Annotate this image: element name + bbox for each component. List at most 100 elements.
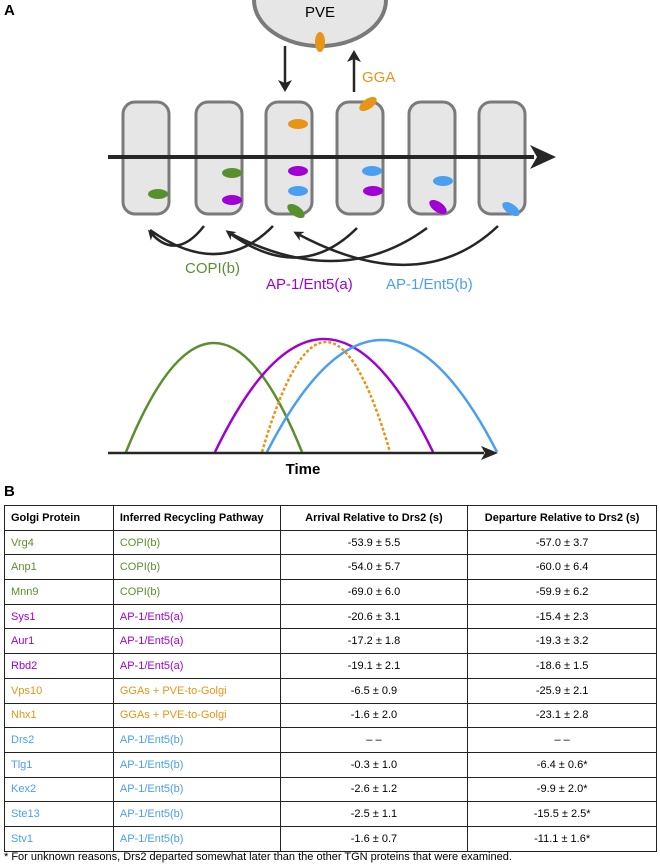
ap1-ent5-b-cargo-marker xyxy=(433,176,453,186)
cell-recycling-pathway: COPI(b) xyxy=(112,529,281,556)
maturation-diagram: PVE GGA COPI(b) AP-1/Ent5(a) AP-1/Ent5(b… xyxy=(108,0,556,478)
ap1-ent5-b-cargo-marker xyxy=(362,166,382,176)
pve-cargo-marker xyxy=(315,32,325,52)
cell-golgi-protein: Stv1 xyxy=(4,825,114,852)
gga-cargo-marker xyxy=(288,119,308,129)
panel-b-letter: B xyxy=(4,483,15,500)
header-golgi-protein: Golgi Protein xyxy=(4,505,114,531)
cell-recycling-pathway: AP-1/Ent5(a) xyxy=(112,603,281,630)
copi-b-recycling-arrow xyxy=(149,225,274,256)
cell-departure: -59.9 ± 6.2 xyxy=(467,579,657,605)
cell-departure: -18.6 ± 1.5 xyxy=(467,653,657,679)
gga-arrowhead xyxy=(347,50,361,62)
header-departure: Departure Relative to Drs2 (s) xyxy=(467,505,657,531)
ap1-ent5-b-cargo-marker xyxy=(288,186,308,196)
cell-recycling-pathway: AP-1/Ent5(b) xyxy=(112,825,281,852)
cell-golgi-protein: Kex2 xyxy=(4,776,114,803)
copi-b-cargo-marker xyxy=(222,168,242,178)
table-header-row: Golgi Protein Inferred Recycling Pathway… xyxy=(4,505,657,531)
cell-recycling-pathway: AP-1/Ent5(b) xyxy=(112,751,281,778)
cell-golgi-protein: Aur1 xyxy=(4,628,114,655)
cell-departure: – – xyxy=(467,727,657,753)
cell-departure: -60.0 ± 6.4 xyxy=(467,554,657,581)
cell-arrival: – – xyxy=(279,727,469,753)
time-axis-label: Time xyxy=(286,461,321,478)
gga-kinetic-curve xyxy=(260,341,392,453)
cell-departure: -57.0 ± 3.7 xyxy=(467,529,657,556)
ap1-ent5-a-cargo-marker xyxy=(429,199,447,215)
time-axis-arrowhead xyxy=(481,446,498,460)
cell-recycling-pathway: COPI(b) xyxy=(112,554,281,581)
cell-arrival: -1.6 ± 2.0 xyxy=(279,702,469,729)
cell-golgi-protein: Vrg4 xyxy=(4,529,114,556)
cell-arrival: -54.0 ± 5.7 xyxy=(279,554,469,581)
ap1-ent5-a-recycling-arrow xyxy=(227,226,428,263)
cell-arrival: -17.2 ± 1.8 xyxy=(279,628,469,655)
cell-arrival: -69.0 ± 6.0 xyxy=(279,579,469,605)
cell-arrival: -19.1 ± 2.1 xyxy=(279,653,469,679)
cell-golgi-protein: Drs2 xyxy=(4,727,114,753)
cell-recycling-pathway: GGAs + PVE-to-Golgi xyxy=(112,702,281,729)
cell-recycling-pathway: AP-1/Ent5(b) xyxy=(112,776,281,803)
gga-label: GGA xyxy=(362,69,395,86)
cell-arrival: -53.9 ± 5.5 xyxy=(279,529,469,556)
cell-departure: -25.9 ± 2.1 xyxy=(467,677,657,704)
cell-recycling-pathway: AP-1/Ent5(a) xyxy=(112,628,281,655)
cell-arrival: -2.5 ± 1.1 xyxy=(279,801,469,827)
ap1-ent5-a-cargo-marker xyxy=(288,166,308,176)
recycling-pathway-table: Golgi Protein Inferred Recycling Pathway… xyxy=(4,505,657,852)
header-arrival: Arrival Relative to Drs2 (s) xyxy=(279,505,469,531)
copi-b-label: COPI(b) xyxy=(185,260,240,277)
cell-recycling-pathway: GGAs + PVE-to-Golgi xyxy=(112,677,281,704)
cell-golgi-protein: Mnn9 xyxy=(4,579,114,605)
cell-departure: -11.1 ± 1.6* xyxy=(467,825,657,852)
gga-cargo-marker xyxy=(359,96,377,112)
ap1-ent5-a-kinetic-curve xyxy=(213,338,435,453)
cell-arrival: -20.6 ± 3.1 xyxy=(279,603,469,630)
cell-golgi-protein: Anp1 xyxy=(4,554,114,581)
cell-arrival: -1.6 ± 0.7 xyxy=(279,825,469,852)
pve-label: PVE xyxy=(305,4,335,21)
cell-golgi-protein: Ste13 xyxy=(4,801,114,827)
table-footnote: * For unknown reasons, Drs2 departed som… xyxy=(4,851,512,863)
ap1-ent5-b-label: AP-1/Ent5(b) xyxy=(386,276,473,293)
cell-arrival: -0.3 ± 1.0 xyxy=(279,751,469,778)
cell-golgi-protein: Nhx1 xyxy=(4,702,114,729)
cell-golgi-protein: Tlg1 xyxy=(4,751,114,778)
cell-arrival: -2.6 ± 1.2 xyxy=(279,776,469,803)
ap1-ent5-b-cargo-marker xyxy=(502,201,520,217)
cell-recycling-pathway: AP-1/Ent5(b) xyxy=(112,727,281,753)
cell-golgi-protein: Sys1 xyxy=(4,603,114,630)
cell-golgi-protein: Vps10 xyxy=(4,677,114,704)
cell-arrival: -6.5 ± 0.9 xyxy=(279,677,469,704)
cell-recycling-pathway: AP-1/Ent5(a) xyxy=(112,653,281,679)
header-recycling-pathway: Inferred Recycling Pathway xyxy=(112,505,281,531)
cell-departure: -19.3 ± 3.2 xyxy=(467,628,657,655)
cell-golgi-protein: Rbd2 xyxy=(4,653,114,679)
cell-departure: -23.1 ± 2.8 xyxy=(467,702,657,729)
ap1-ent5-a-cargo-marker xyxy=(222,195,242,205)
ap1-ent5-a-cargo-marker xyxy=(363,186,383,196)
cell-departure: -15.4 ± 2.3 xyxy=(467,603,657,630)
ap1-ent5-a-label: AP-1/Ent5(a) xyxy=(266,276,353,293)
panel-a-letter: A xyxy=(4,2,15,19)
copi-b-cargo-marker xyxy=(148,189,168,199)
copi-b-cargo-marker xyxy=(287,203,305,219)
cell-recycling-pathway: COPI(b) xyxy=(112,579,281,605)
ap1-ent5-b-recycling-arrow xyxy=(293,225,499,266)
pve-to-golgi-arrowhead xyxy=(278,80,292,92)
ap1-ent5-b-kinetic-curve xyxy=(265,339,499,453)
